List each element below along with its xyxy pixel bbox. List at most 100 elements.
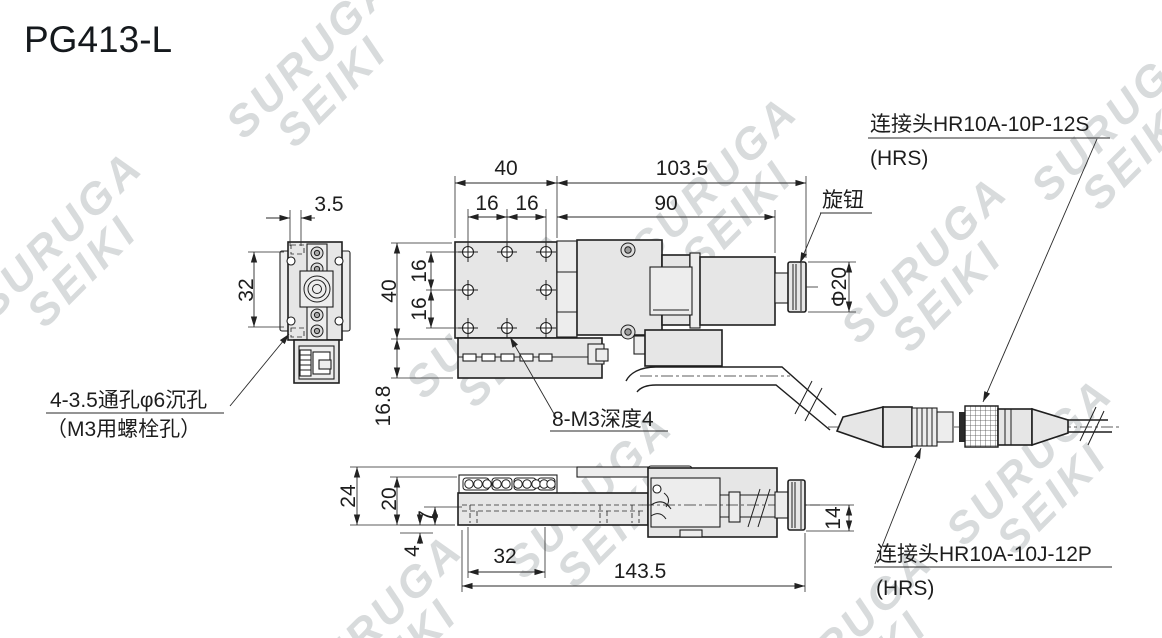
panel-wire-arcs <box>650 492 672 520</box>
tapped-hole <box>458 318 478 338</box>
housing-panel <box>650 477 721 528</box>
cable-curl-outer <box>625 366 657 382</box>
hidden-clamp-lines <box>469 505 640 523</box>
top-view: 40 103.5 16 16 90 40 16 <box>372 157 872 432</box>
dim-text-overall-height: 24 <box>337 484 360 508</box>
terminal-block <box>299 349 312 377</box>
watermark: SURUGA SEIKI <box>287 525 473 638</box>
ball <box>513 479 523 489</box>
exit-cable <box>1068 419 1112 433</box>
dim-text-side-hole-pitch: 32 <box>235 278 258 301</box>
dim-knob-diameter: Φ20 <box>808 261 856 313</box>
hidden-dovetail-lines <box>462 504 645 512</box>
dim-text-side-hole-offset: 3.5 <box>314 193 343 216</box>
counterbore-note-line1: 4-3.5通孔φ6沉孔 <box>50 389 207 412</box>
dim-text-hole-pitch-x1: 16 <box>475 192 498 215</box>
motor-body <box>699 256 776 326</box>
stage-body <box>576 239 663 336</box>
dim-side-hole-offset: 3.5 <box>266 193 344 246</box>
dim-base-height: 16.8 <box>372 339 453 426</box>
tapped-hole <box>536 242 556 262</box>
counterbore-note: 4-3.5通孔φ6沉孔 （M3用螺栓孔） <box>46 333 290 441</box>
dim-text-clamp-height: 4 <box>401 545 424 557</box>
watermark: SURUGA SEIKI <box>0 142 153 337</box>
slider-body <box>457 492 649 526</box>
shaft-collar <box>728 491 741 523</box>
tapped-hole <box>536 318 556 338</box>
plug-ribs <box>916 408 933 446</box>
ball <box>482 479 492 489</box>
front-knob <box>787 479 806 531</box>
cable-gland <box>644 329 723 367</box>
dim-side-hole-pitch: 32 <box>235 251 284 328</box>
shaft-break-marks <box>747 488 771 528</box>
terminal-ribs <box>300 354 311 371</box>
dim-text-body-height: 20 <box>378 487 401 510</box>
front-view: 24 20 7 4 32 143.5 <box>337 465 854 592</box>
saddle-lines <box>557 271 577 313</box>
dim-text-base-height: 16.8 <box>372 386 395 427</box>
ball <box>473 479 483 489</box>
dim-body-height: 20 <box>378 476 457 525</box>
tapped-hole <box>497 242 517 262</box>
dim-motor-section: 90 <box>557 192 776 253</box>
cable-break-marks <box>794 380 823 422</box>
corner-hole <box>334 256 344 266</box>
socket-knurled-ring <box>964 405 999 448</box>
dim-body-length: 103.5 <box>557 157 807 258</box>
front-knob-stem <box>774 491 789 519</box>
dim-text-rail-height: 7 <box>415 510 438 522</box>
hidden-hole-top <box>290 244 305 255</box>
socket-body-lines <box>1004 409 1012 445</box>
dim-top-plate-width: 40 <box>454 157 558 238</box>
dim-overall-height: 24 <box>337 466 577 526</box>
center-bore-outer <box>303 275 331 303</box>
tapped-hole <box>497 318 517 338</box>
cable-connector-assembly: 连接头HR10A-10P-12S (HRS) 连接头HR10A-10J-12P … <box>828 113 1122 600</box>
knob-label-text: 旋钮 <box>822 189 864 212</box>
housing-foot <box>679 529 703 538</box>
side-view: 3.5 32 4-3.5通孔φ6沉孔 （M3用螺栓孔） <box>46 193 351 441</box>
plug-backshell <box>835 405 884 449</box>
connector-bottom-label: 连接头HR10A-10J-12P (HRS) <box>874 447 1112 600</box>
tapped-hole <box>536 280 556 300</box>
ball <box>464 479 474 489</box>
cable-edge-bottom <box>656 384 831 431</box>
saddle-strip <box>556 240 578 338</box>
corner-hole <box>286 256 296 266</box>
dim-plate-depth: 40 <box>378 242 452 340</box>
base-tab2 <box>595 348 609 362</box>
dim-text-overall-length: 143.5 <box>614 560 667 583</box>
dim-text-top-plate-width: 40 <box>494 157 517 180</box>
tapped-holes <box>458 242 556 338</box>
tapped-hole <box>458 242 478 262</box>
connector-top-line2: (HRS) <box>870 147 928 170</box>
ball <box>522 479 532 489</box>
corner-hole <box>334 316 344 326</box>
gland-step <box>633 335 646 355</box>
ball <box>492 479 502 489</box>
tapped-holes-label: 8-M3深度4 <box>509 336 668 432</box>
center-bore-mid <box>307 279 327 299</box>
connector-tab <box>318 359 332 370</box>
dim-text-hole-pitch-y1: 16 <box>408 259 431 282</box>
cable-run <box>625 366 837 431</box>
dim-overall-length: 143.5 <box>461 530 806 592</box>
guide-window <box>649 266 693 316</box>
hidden-hole-bottom <box>290 327 305 338</box>
connector-bottom-line1: 连接头HR10A-10J-12P <box>876 543 1092 566</box>
ball <box>546 479 556 489</box>
knob-label: 旋钮 <box>799 189 872 264</box>
dim-clamp-height: 4 <box>400 514 455 557</box>
tapped-hole <box>458 280 478 300</box>
dim-hole-pitch-x: 16 16 <box>467 192 547 244</box>
socket-flange <box>959 412 965 442</box>
dim-text-plate-depth: 40 <box>378 279 401 302</box>
dim-knob-width: 14 <box>806 504 854 532</box>
ball <box>531 479 541 489</box>
panel-hole <box>652 484 662 494</box>
plug-body <box>882 406 913 448</box>
dim-text-knob-width: 14 <box>822 506 845 530</box>
page-title: PG413-L <box>24 19 172 60</box>
